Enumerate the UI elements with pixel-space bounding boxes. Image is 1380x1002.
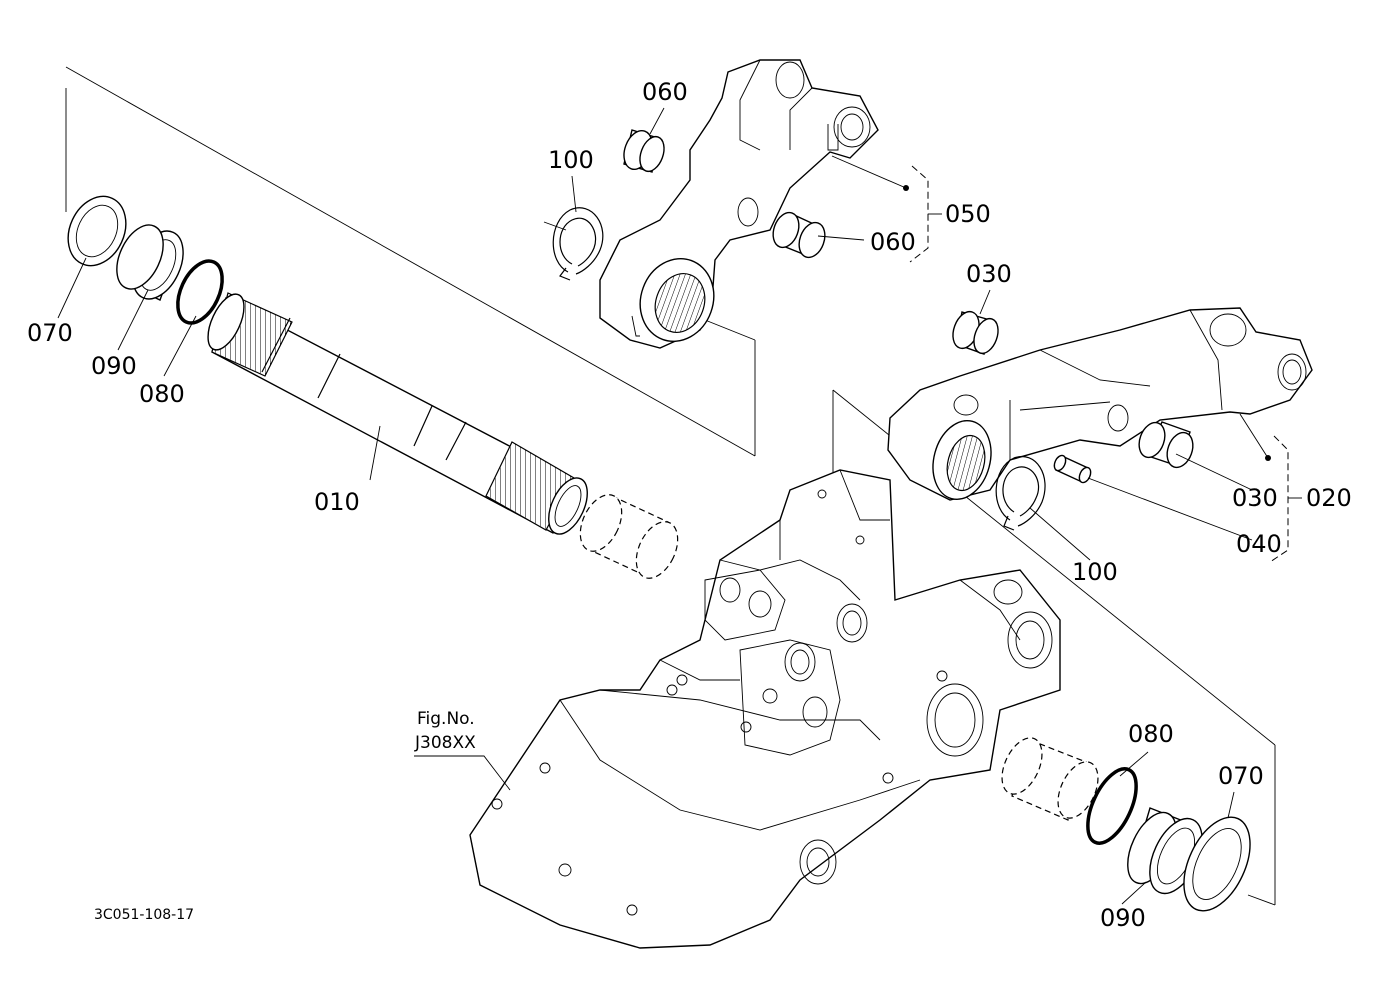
label-050: 050 <box>945 200 991 228</box>
bushing-dashed-right <box>1001 737 1099 821</box>
bushing-030-right <box>1138 421 1194 469</box>
lift-arm-050 <box>599 59 879 349</box>
washer-070-left <box>67 195 127 267</box>
oring-080-left <box>176 259 224 325</box>
snap-ring-100-left <box>552 207 604 281</box>
document-id: 3C051-108-17 <box>94 907 194 923</box>
label-070-right: 070 <box>1218 762 1264 790</box>
label-010: 010 <box>314 488 360 516</box>
bushing-060-right <box>772 211 826 259</box>
bushing-030-top <box>952 310 999 355</box>
label-030-right: 030 <box>1232 484 1278 512</box>
label-060-top: 060 <box>642 78 688 106</box>
label-090-right: 090 <box>1100 904 1146 932</box>
label-070-left: 070 <box>27 319 73 347</box>
label-030-top: 030 <box>966 260 1012 288</box>
label-080-right: 080 <box>1128 720 1174 748</box>
lift-arm-020 <box>887 307 1313 501</box>
lift-shaft-010 <box>207 292 588 535</box>
figure-ref-line1: Fig.No. <box>417 709 475 729</box>
label-leaders <box>57 107 1271 905</box>
bushing-060-top <box>623 129 665 173</box>
label-020: 020 <box>1306 484 1352 512</box>
bushing-090-left <box>116 224 184 301</box>
bushing-dashed-left <box>579 494 679 579</box>
pin-040 <box>1053 454 1092 484</box>
label-080-left: 080 <box>139 380 185 408</box>
bracket-050 <box>909 165 942 263</box>
washer-070-right <box>1183 816 1251 912</box>
label-090-left: 090 <box>91 352 137 380</box>
label-100-left: 100 <box>548 146 594 174</box>
bracket-020 <box>1269 435 1302 563</box>
snap-ring-100-right <box>995 455 1046 531</box>
hydraulic-housing <box>469 469 1061 949</box>
oring-080-right <box>1086 767 1138 845</box>
label-060-right: 060 <box>870 228 916 256</box>
label-040: 040 <box>1236 530 1282 558</box>
figure-ref-line2: J308XX <box>414 733 476 753</box>
label-100-right: 100 <box>1072 558 1118 586</box>
